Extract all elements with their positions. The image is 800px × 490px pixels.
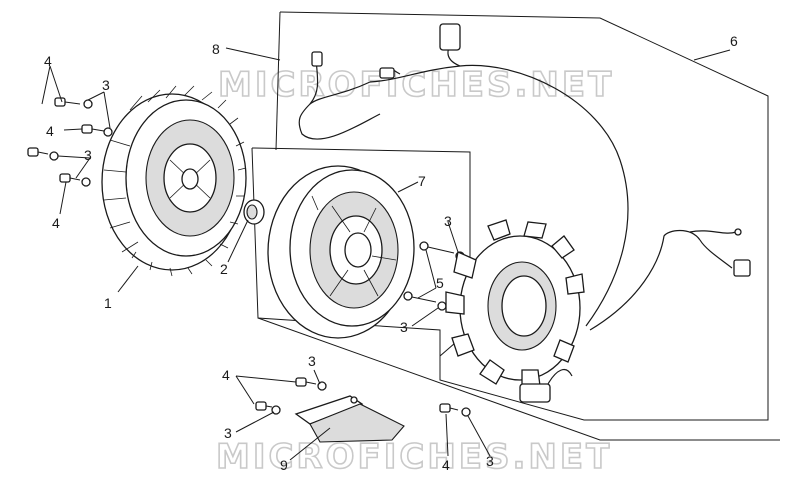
watermark-bottom: MICROFICHES.NET — [216, 437, 612, 477]
connector-icon — [439, 23, 461, 51]
callout-3-bracket-top: 3 — [308, 353, 316, 369]
screw-icon — [403, 291, 437, 303]
callout-7: 7 — [418, 173, 426, 189]
callout-4-bracket: 4 — [222, 367, 230, 383]
group-outline-6 — [279, 11, 769, 421]
screw-icon — [295, 377, 317, 387]
callout-4-bottom: 4 — [442, 457, 450, 473]
screw-icon — [255, 401, 273, 411]
callout-4-cover-top: 4 — [44, 53, 52, 69]
callout-9: 9 — [280, 457, 288, 473]
screw-icon — [54, 97, 81, 107]
rotor-flywheel — [267, 165, 415, 339]
washer-icon — [83, 99, 93, 109]
screw-icon — [419, 241, 455, 254]
connector-icon — [733, 259, 751, 277]
group-outline-6-left — [275, 11, 281, 151]
callout-5: 5 — [436, 275, 444, 291]
callout-3-bottom: 3 — [486, 453, 494, 469]
pickup-sensor-icon — [519, 383, 551, 403]
screw-icon — [27, 147, 49, 157]
watermark-top: MICROFICHES.NET — [218, 65, 614, 105]
callout-6: 6 — [730, 33, 738, 49]
wiring-harness — [298, 23, 751, 331]
washer-icon — [49, 151, 59, 161]
bushing — [243, 199, 265, 225]
callout-3-cover-mid: 3 — [84, 147, 92, 163]
callout-3-stator-bottom: 3 — [400, 319, 408, 335]
connector-icon — [379, 67, 395, 79]
washer-icon — [461, 407, 471, 417]
washer-icon — [437, 301, 447, 311]
washer-icon — [81, 177, 91, 187]
callout-2: 2 — [220, 261, 228, 277]
callout-8: 8 — [212, 41, 220, 57]
callout-1: 1 — [104, 295, 112, 311]
group-outline-8-bottom — [257, 317, 780, 441]
callout-3-cover-top: 3 — [102, 77, 110, 93]
leader-lines — [41, 47, 731, 461]
flywheel-cover — [101, 85, 247, 277]
connector-icon — [311, 51, 323, 67]
terminal-icon — [734, 228, 742, 236]
callout-3-stator-top: 3 — [444, 213, 452, 229]
screw-icon — [439, 403, 459, 413]
callout-3-bracket-left: 3 — [224, 425, 232, 441]
callout-4-cover-mid: 4 — [46, 123, 54, 139]
callout-4-cover-bottom: 4 — [52, 215, 60, 231]
cover-screws-left — [27, 97, 113, 187]
cable-bracket — [294, 395, 405, 443]
callout-labels: 8 6 4 3 4 3 4 7 3 2 5 3 1 3 4 3 4 3 9 — [44, 33, 738, 473]
stator — [445, 219, 585, 403]
screw-icon — [81, 124, 105, 134]
screw-icon — [59, 173, 81, 183]
washer-icon — [103, 127, 113, 137]
